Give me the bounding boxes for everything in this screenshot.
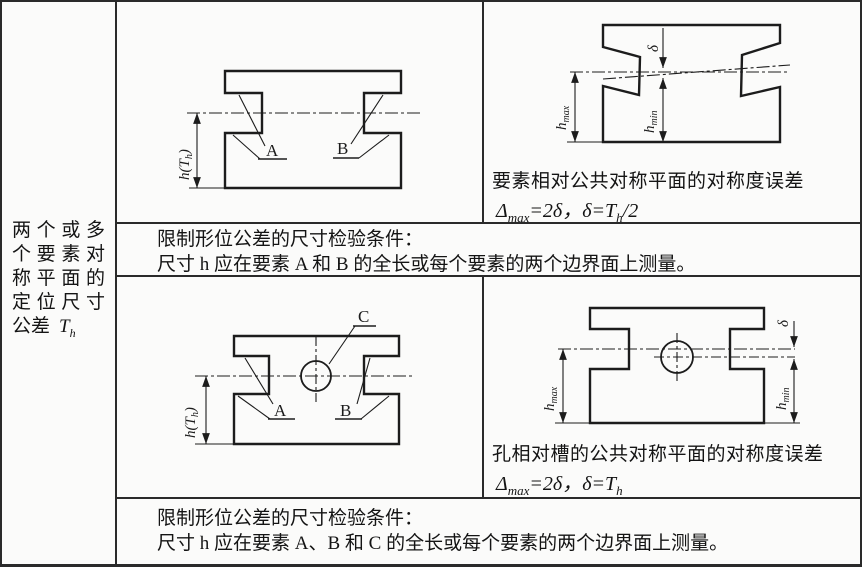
dimension-label-hmax: hmax — [542, 386, 560, 411]
dimension-label-h: h(Th) — [177, 149, 195, 180]
leader-line-b — [358, 134, 390, 159]
note-line: 限制形位公差的尺寸检验条件： — [157, 508, 424, 529]
row-header-cell: 两个或多 个要素对 称平面的 定位尺寸 公差 Th — [2, 2, 117, 564]
symmetry-drawing-nominal-slots: h(Th) A B — [177, 69, 422, 190]
cell-bottom-right-drawing: hmax δ hmin 孔相对槽的公共对称平面的对称度误差 Δmax=2δ，δ=… — [484, 277, 860, 499]
error-formula: Δmax=2δ，δ=Th — [496, 473, 623, 498]
leader-line-c — [328, 325, 356, 365]
header-line: 称平面的 — [12, 268, 105, 289]
note-line: 限制形位公差的尺寸检验条件： — [157, 229, 424, 250]
part-outline — [232, 334, 401, 446]
dimension-label-hmin: hmin — [774, 388, 792, 411]
header-line: 两个或多 — [12, 220, 105, 241]
label-a: A — [266, 141, 279, 160]
leader-line-a — [244, 357, 274, 405]
leader-line-a — [237, 395, 271, 420]
error-formula: Δmax=2δ，δ=Th/2 — [496, 200, 639, 225]
header-line: 定位尺寸 — [12, 292, 105, 313]
header-last-text: 公差 — [12, 316, 51, 337]
leader-line-a — [232, 134, 261, 160]
cell-top-right-drawing: hmax δ hmin 要素相对公共对称平面的对称度误差 Δmax=2δ，δ=T… — [484, 2, 860, 225]
dimension-label-hmax: hmax — [554, 105, 572, 130]
note-line: 尺寸 h 应在要素 A 和 B 的全长或每个要素的两个边界面上测量。 — [157, 254, 696, 275]
part-outline — [223, 69, 403, 190]
part-outline — [601, 23, 782, 144]
actual-plane-center-line — [602, 64, 791, 80]
label-c: C — [358, 307, 369, 326]
table-body: h(Th) A B hmax δ — [117, 2, 860, 564]
leader-line-b — [356, 357, 371, 405]
cell-bottom-left-drawing: h(Th) C A B — [117, 277, 484, 499]
symmetry-drawing-measured-slots: hmax δ hmin — [554, 23, 791, 144]
header-line-last: 公差 Th — [12, 315, 105, 340]
inspection-note-2: 限制形位公差的尺寸检验条件： 尺寸 h 应在要素 A、B 和 C 的全长或每个要… — [117, 499, 860, 564]
symmetry-drawing-nominal-hole: h(Th) C A B — [183, 307, 415, 446]
dimension-label-delta: δ — [646, 44, 662, 52]
note-line: 尺寸 h 应在要素 A、B 和 C 的全长或每个要素的两个边界面上测量。 — [157, 533, 729, 554]
header-line: 个要素对 — [12, 244, 105, 265]
dimension-label-h: h(Th) — [183, 407, 201, 438]
drawing-caption: 要素相对公共对称平面的对称度误差 — [492, 171, 805, 192]
dimension-label-delta: δ — [776, 319, 792, 327]
leader-line-b — [360, 395, 390, 420]
label-b: B — [340, 401, 351, 420]
row-header-text: 两个或多 个要素对 称平面的 定位尺寸 公差 Th — [12, 219, 105, 340]
label-b: B — [337, 139, 348, 158]
cell-top-left-drawing: h(Th) A B — [117, 2, 484, 224]
label-a: A — [274, 401, 287, 420]
inspection-note-1: 限制形位公差的尺寸检验条件： 尺寸 h 应在要素 A 和 B 的全长或每个要素的… — [117, 224, 860, 277]
drawing-caption: 孔相对槽的公共对称平面的对称度误差 — [492, 444, 824, 465]
tolerance-symbol: Th — [59, 316, 76, 340]
symmetry-drawing-measured-hole: hmax δ hmin — [542, 306, 800, 425]
leader-line-a — [238, 94, 266, 147]
dimension-label-hmin: hmin — [642, 111, 660, 134]
leader-line-b — [350, 94, 384, 145]
